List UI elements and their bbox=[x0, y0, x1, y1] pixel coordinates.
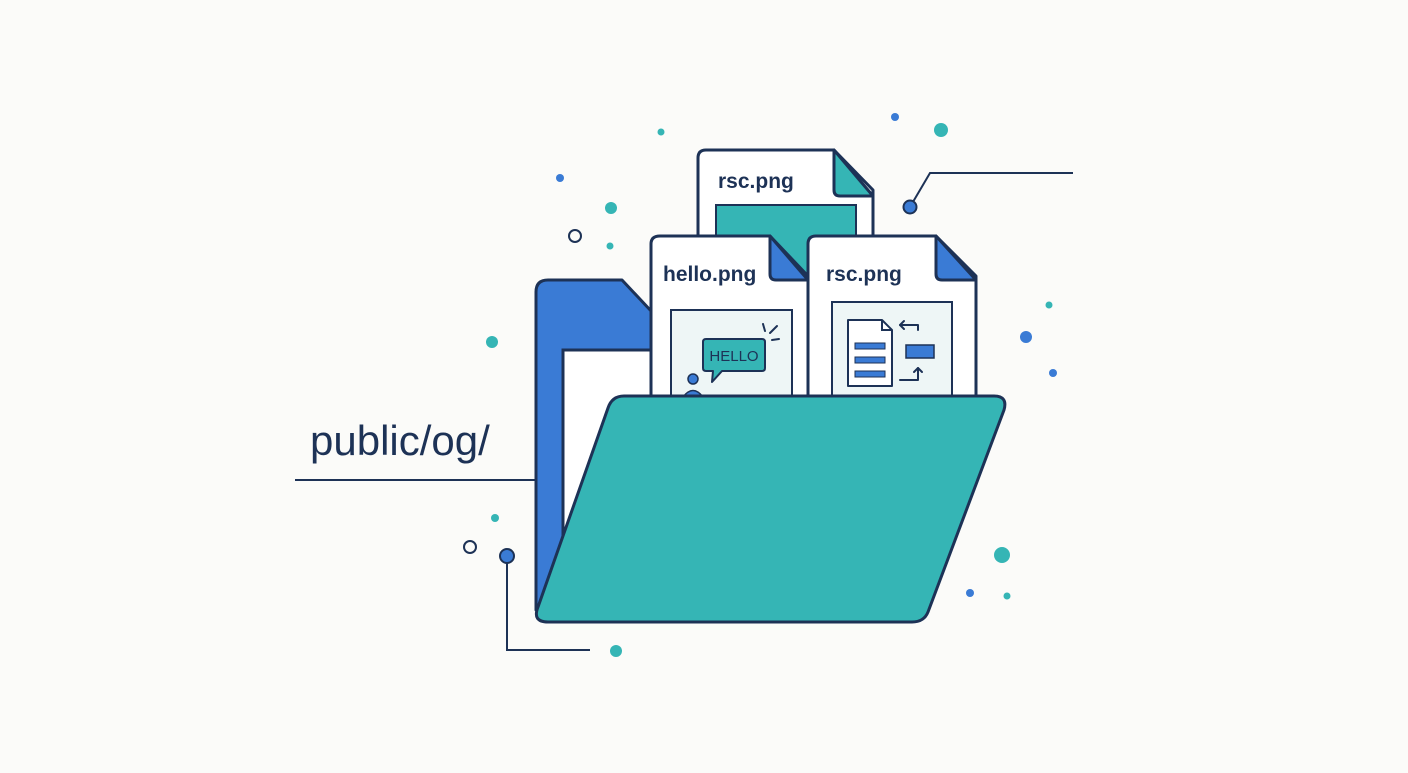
dot bbox=[1020, 331, 1032, 343]
dot bbox=[1045, 301, 1053, 309]
transform-arrows-icon bbox=[899, 320, 923, 381]
dot bbox=[610, 645, 622, 657]
directory-path-label: public/og/ bbox=[310, 417, 490, 464]
file-card-rsc: rsc.png bbox=[806, 234, 978, 402]
connector-node bbox=[499, 548, 515, 564]
dot bbox=[568, 229, 582, 243]
dot bbox=[491, 514, 499, 522]
transform-target-block bbox=[905, 344, 935, 359]
decorative-dots bbox=[463, 113, 1057, 657]
file-name-label: rsc.png bbox=[718, 170, 794, 193]
dot bbox=[486, 336, 498, 348]
dot bbox=[556, 174, 564, 182]
speech-bubble-text: HELLO bbox=[709, 348, 758, 365]
dot bbox=[606, 242, 614, 250]
file-name-label: rsc.png bbox=[826, 263, 902, 286]
dot bbox=[891, 113, 899, 121]
dot bbox=[1049, 369, 1057, 377]
file-card-hello: hello.png HELLO bbox=[649, 234, 810, 402]
dot bbox=[1003, 592, 1011, 600]
file-fold-corner bbox=[768, 234, 810, 282]
file-fold-corner bbox=[832, 148, 875, 198]
folder-front-panel bbox=[534, 394, 1007, 624]
connector-lines bbox=[295, 172, 1073, 651]
dot bbox=[994, 547, 1010, 563]
top-right-connector bbox=[909, 172, 1073, 208]
dot bbox=[605, 202, 617, 214]
dot bbox=[657, 128, 665, 136]
bottom-left-connector bbox=[506, 556, 590, 651]
file-name-label: hello.png bbox=[663, 263, 756, 286]
sparkle-icon bbox=[762, 323, 780, 341]
dot bbox=[934, 123, 948, 137]
dot bbox=[966, 589, 974, 597]
connector-node bbox=[902, 199, 918, 215]
speech-bubble-icon bbox=[702, 338, 766, 383]
document-icon bbox=[847, 319, 893, 387]
dot bbox=[463, 540, 477, 554]
file-fold-corner bbox=[934, 234, 978, 282]
